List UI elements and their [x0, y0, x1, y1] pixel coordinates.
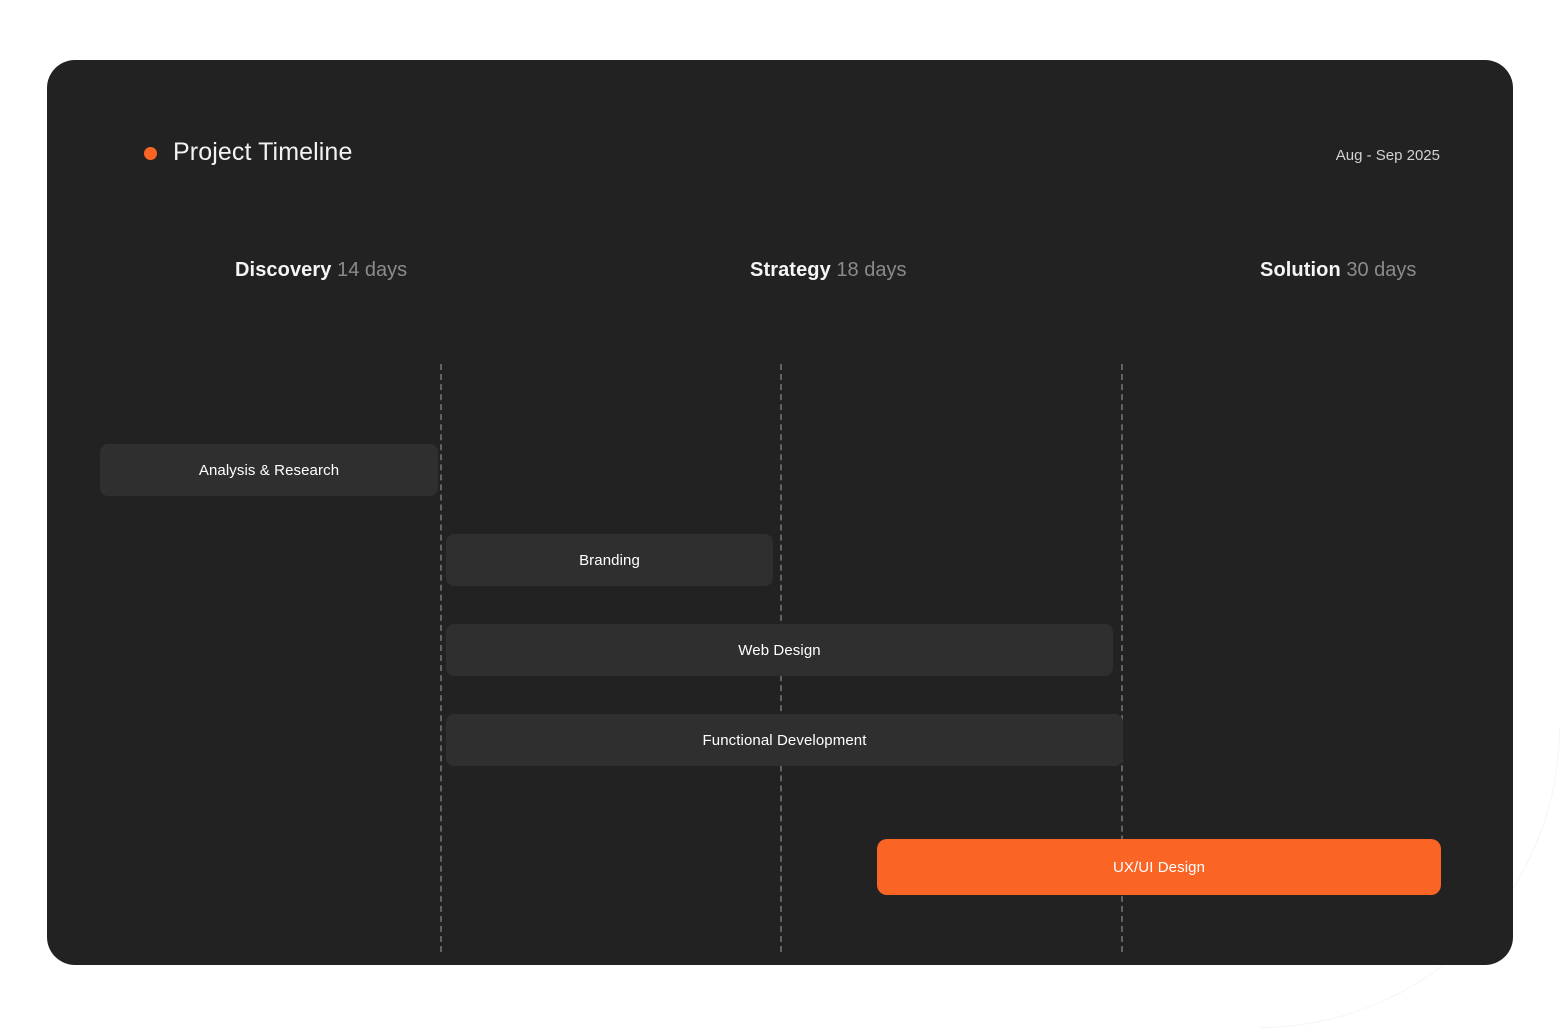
phase-header-row: Discovery 14 days Strategy 18 days Solut…	[47, 256, 1513, 306]
phase-name: Strategy	[750, 259, 831, 281]
date-range-label: Aug - Sep 2025	[1335, 147, 1440, 164]
gantt-bar-web-design[interactable]: Web Design	[446, 624, 1113, 676]
bullet-dot-icon	[144, 147, 157, 160]
gridline-1	[440, 364, 442, 952]
gantt-bar-functional-development[interactable]: Functional Development	[446, 714, 1123, 766]
gantt-bar-label: Functional Development	[702, 731, 867, 749]
phase-duration: 30 days	[1346, 259, 1417, 281]
phase-duration: 18 days	[836, 259, 907, 281]
gantt-bar-label: Branding	[579, 551, 640, 569]
phase-duration: 14 days	[337, 259, 408, 281]
gantt-bar-analysis-research[interactable]: Analysis & Research	[100, 444, 438, 496]
gantt-bar-branding[interactable]: Branding	[446, 534, 773, 586]
gantt-bar-label: UX/UI Design	[1112, 858, 1206, 876]
card-header: Project Timeline Aug - Sep 2025	[47, 60, 1513, 230]
phase-name: Discovery	[235, 259, 332, 281]
title-group: Project Timeline	[144, 138, 352, 167]
phase-header-strategy: Strategy 18 days	[750, 256, 906, 284]
phase-header-discovery: Discovery 14 days	[235, 256, 407, 284]
gantt-bar-label: Web Design	[738, 641, 821, 659]
gantt-plot-area: Analysis & Research Branding Web Design …	[47, 60, 1513, 965]
page-title: Project Timeline	[173, 138, 353, 166]
phase-name: Solution	[1260, 259, 1341, 281]
gridline-3	[1121, 364, 1123, 952]
phase-header-solution: Solution 30 days	[1260, 256, 1416, 284]
gantt-bar-ux-ui-design[interactable]: UX/UI Design	[877, 839, 1441, 895]
timeline-card: Project Timeline Aug - Sep 2025 Discover…	[47, 60, 1513, 965]
gantt-bar-label: Analysis & Research	[198, 461, 340, 479]
